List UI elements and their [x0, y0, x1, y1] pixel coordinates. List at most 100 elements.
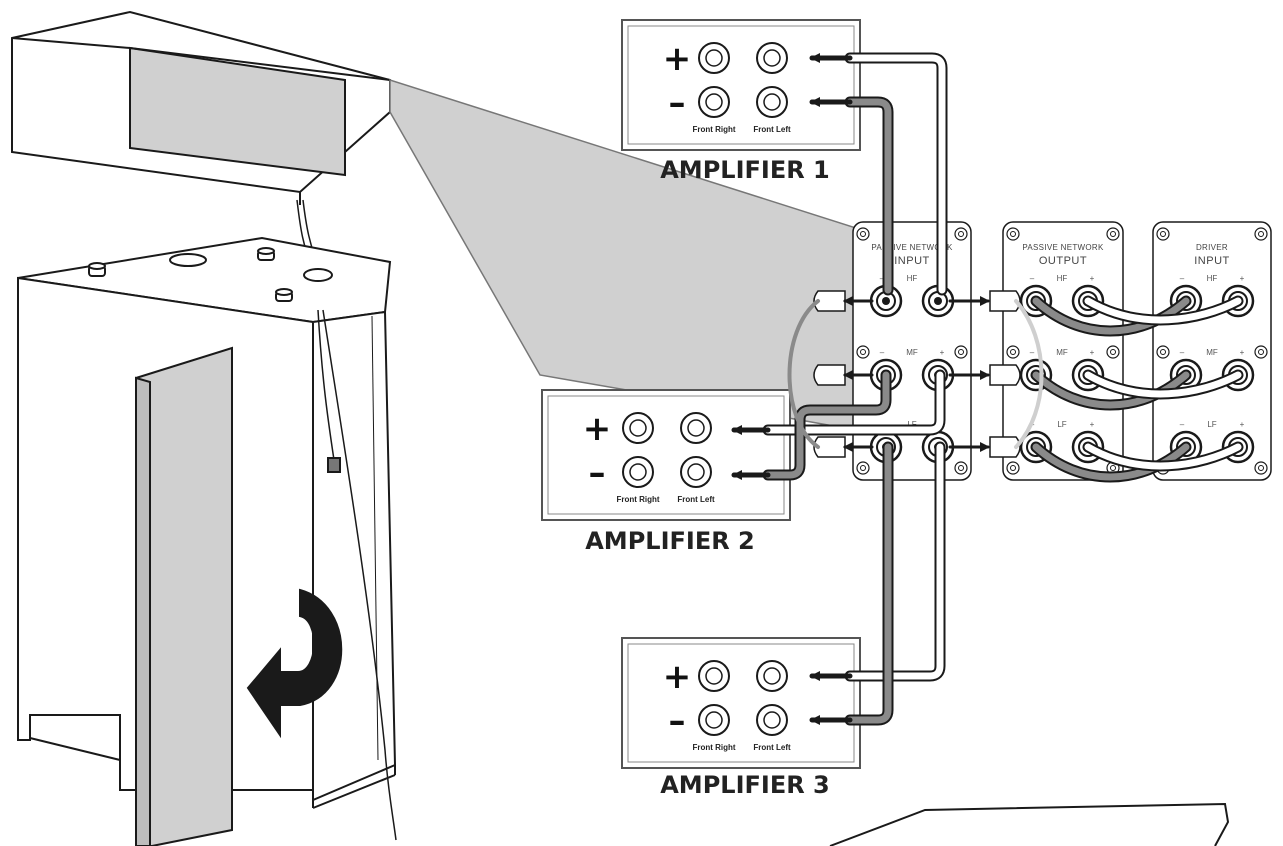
band-neg: –: [880, 348, 885, 357]
amp-jack-center: [629, 419, 647, 437]
spade-connectors: [813, 290, 1021, 458]
amp-jack-center: [705, 93, 723, 111]
jumper-neg-lf: [1032, 443, 1190, 481]
spade-right: [989, 364, 1021, 386]
amp-jack-center: [687, 463, 705, 481]
amp-jack-center: [763, 93, 781, 111]
amp-jack-center: [763, 711, 781, 729]
screw-icon: [1106, 345, 1120, 359]
spade-left: [813, 364, 846, 386]
band-neg: –: [880, 274, 885, 283]
amp-jack-center: [705, 711, 723, 729]
jumper-pos-hf: [1084, 297, 1242, 324]
band-neg: –: [1180, 274, 1185, 283]
rotate-arrow-icon: [246, 588, 343, 739]
amp-jack-center: [687, 419, 705, 437]
band-pos: +: [1240, 420, 1245, 429]
screw-icon: [856, 461, 870, 475]
cable-amp1-negative: [846, 98, 892, 294]
screw-center: [1258, 231, 1264, 237]
screw-icon: [1254, 227, 1268, 241]
front-left-label: Front Left: [753, 743, 791, 752]
screw-center: [958, 465, 964, 471]
band-pos: +: [1090, 348, 1095, 357]
plus-sign: +: [583, 409, 612, 449]
screw-center: [860, 465, 866, 471]
front-left-label: Front Left: [677, 495, 715, 504]
band-lf-label: LF: [1057, 420, 1066, 429]
panel-line1: PASSIVE NETWORK: [871, 243, 953, 252]
screw-center: [1010, 349, 1016, 355]
screw-center: [1160, 349, 1166, 355]
front-left-label: Front Left: [753, 125, 791, 134]
amplifier-2: +– Front Right Front Left: [541, 389, 791, 521]
amplifier-frame: [621, 637, 861, 769]
screw-icon: [1006, 345, 1020, 359]
spade-jumper-left: [787, 299, 820, 449]
screw-center: [1160, 231, 1166, 237]
band-neg: –: [1030, 348, 1035, 357]
screw-icon: [1006, 227, 1020, 241]
spade-right: [989, 290, 1021, 312]
band-pos: +: [1240, 274, 1245, 283]
amp-jack-center: [763, 667, 781, 685]
jumper-neg-mf: [1032, 371, 1190, 409]
cable-amp2-negative: [764, 371, 890, 479]
amp-jack-center: [763, 49, 781, 67]
amplifier-frame: [541, 389, 791, 521]
panel-line2: INPUT: [1194, 255, 1230, 267]
signal-arrows: [731, 53, 853, 725]
band-hf-label: HF: [907, 274, 918, 283]
panel-line2: OUTPUT: [1039, 255, 1087, 267]
screw-center: [1110, 231, 1116, 237]
band-neg: –: [1180, 420, 1185, 429]
jumper-pos-mf: [1084, 371, 1242, 398]
cable-amp2-positive: [764, 371, 944, 434]
amplifier-title: AMPLIFIER 2: [585, 527, 755, 555]
cable-amp3-positive-outline: [844, 441, 946, 682]
screw-icon: [954, 345, 968, 359]
amp-jack-center: [705, 667, 723, 685]
amplifier-inner-frame: [627, 643, 855, 763]
front-right-label: Front Right: [616, 495, 659, 504]
binding-post-center: [934, 297, 942, 305]
screw-icon: [1156, 227, 1170, 241]
band-mf-label: MF: [906, 348, 918, 357]
screw-center: [958, 231, 964, 237]
band-hf-label: HF: [1057, 274, 1068, 283]
band-mf-label: MF: [1206, 348, 1218, 357]
screw-center: [860, 231, 866, 237]
amp-jack-center: [629, 463, 647, 481]
screw-icon: [1006, 461, 1020, 475]
screw-icon: [856, 227, 870, 241]
amplifier-title: AMPLIFIER 3: [660, 771, 830, 799]
amplifier-inner-frame: [627, 25, 855, 145]
plus-sign: +: [663, 39, 692, 79]
jumper-neg-hf: [1032, 297, 1190, 335]
plus-sign: +: [663, 657, 692, 697]
screw-center: [958, 349, 964, 355]
amplifier-inner-frame: [547, 395, 785, 515]
panel-line2: INPUT: [894, 255, 930, 267]
screw-icon: [954, 461, 968, 475]
screw-icon: [954, 227, 968, 241]
speaker-cabinet-illustration: [11, 10, 1230, 846]
panel-line1: DRIVER: [1196, 243, 1228, 252]
minus-sign: –: [589, 453, 606, 493]
band-pos: +: [1090, 274, 1095, 283]
band-pos: +: [1240, 348, 1245, 357]
screw-center: [1258, 349, 1264, 355]
band-hf-label: HF: [1207, 274, 1218, 283]
screw-icon: [1156, 345, 1170, 359]
amp-jack-center: [705, 49, 723, 67]
spade-left: [813, 436, 846, 458]
cable-amp3-positive: [846, 443, 944, 680]
band-pos: +: [1090, 420, 1095, 429]
cable-amp3-negative: [846, 443, 892, 724]
screw-icon: [1106, 227, 1120, 241]
